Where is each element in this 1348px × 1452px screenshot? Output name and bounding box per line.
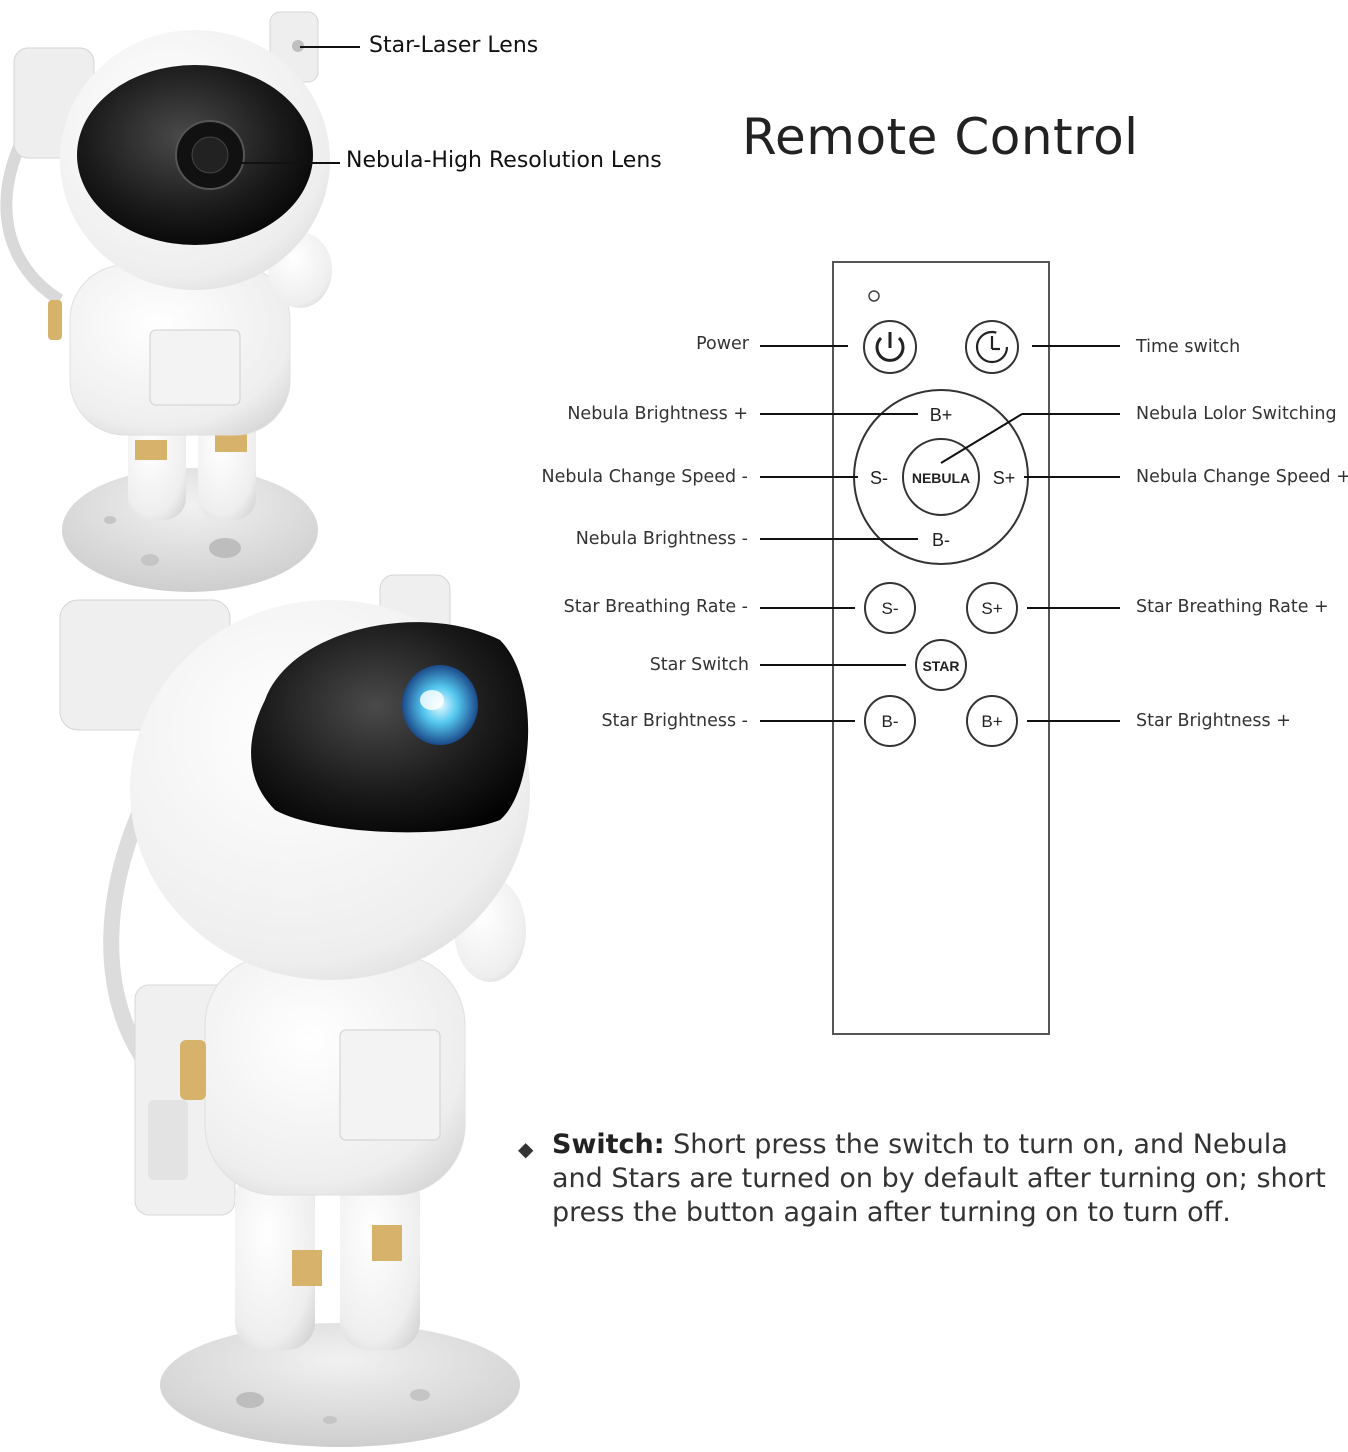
page-title: Remote Control (742, 108, 1139, 166)
label-nebula-color-switching: Nebula Lolor Switching (1136, 404, 1337, 424)
label-star-breathing-plus: Star Breathing Rate + (1136, 597, 1329, 617)
label-star-switch: Star Switch (649, 655, 749, 675)
label-power: Power (696, 334, 749, 354)
remote-leader-lines (760, 345, 1120, 722)
star-bright-minus-label: B- (882, 712, 899, 731)
ring-top-label: B+ (930, 405, 953, 425)
label-star-brightness-minus: Star Brightness - (601, 711, 748, 731)
astronaut-large (59, 574, 530, 1447)
ring-right-label: S+ (993, 468, 1016, 488)
nebula-button-label: NEBULA (912, 470, 970, 486)
star-laser-lens-label: Star-Laser Lens (369, 33, 539, 58)
nebula-lens-label: Nebula-High Resolution Lens (346, 148, 662, 173)
star-bright-plus-label: B+ (981, 712, 1002, 731)
astronaut-small (0, 11, 332, 592)
star-bright-plus-button[interactable] (966, 695, 1018, 747)
star-bright-minus-button[interactable] (864, 695, 916, 747)
label-time-switch: Time switch (1136, 337, 1241, 357)
remote-control (832, 261, 1050, 1035)
label-star-breathing-minus: Star Breathing Rate - (563, 597, 748, 617)
star-speed-minus-label: S- (882, 599, 899, 618)
note-heading: Switch: (552, 1129, 665, 1160)
switch-note: ◆ Switch: Short press the switch to turn… (518, 1128, 1344, 1230)
star-button[interactable] (915, 639, 967, 691)
nebula-button[interactable] (902, 438, 980, 516)
diamond-bullet-icon: ◆ (518, 1137, 534, 1161)
label-nebula-brightness-plus: Nebula Brightness + (567, 404, 748, 424)
ring-left-label: S- (870, 468, 888, 488)
star-button-label: STAR (922, 658, 959, 674)
label-star-brightness-plus: Star Brightness + (1136, 711, 1291, 731)
star-speed-plus-label: S+ (981, 599, 1002, 618)
star-speed-plus-button[interactable] (966, 582, 1018, 634)
note-text: Short press the switch to turn on, and N… (552, 1129, 1326, 1228)
ring-bottom-label: B- (932, 530, 950, 550)
label-nebula-speed-minus: Nebula Change Speed - (541, 467, 748, 487)
star-speed-minus-button[interactable] (864, 582, 916, 634)
label-nebula-speed-plus: Nebula Change Speed + (1136, 467, 1348, 487)
label-nebula-brightness-minus: Nebula Brightness - (575, 529, 748, 549)
